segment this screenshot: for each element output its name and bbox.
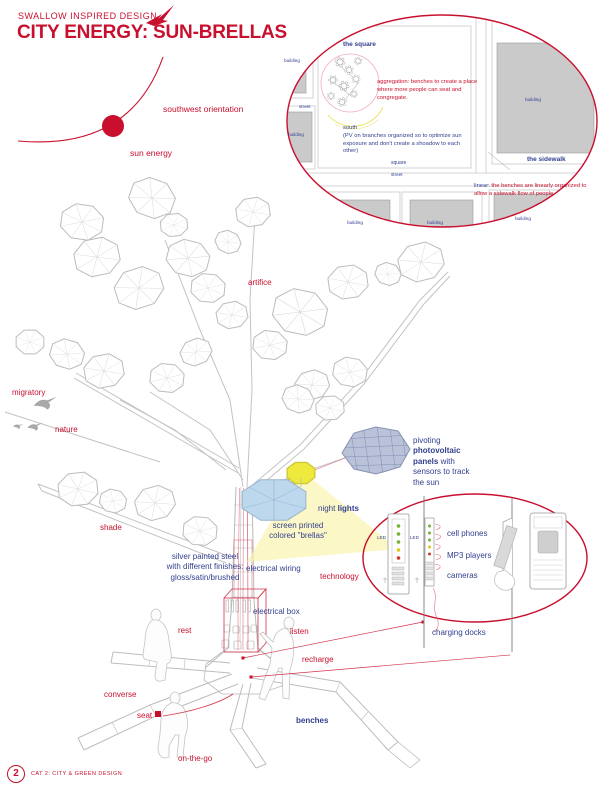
- night-light-glow: [247, 470, 398, 562]
- screen-printed-note: screen printed colored "brellas": [269, 521, 327, 541]
- led-label: LED: [410, 535, 419, 540]
- rest-label: rest: [178, 626, 192, 635]
- electrical-box-label: electrical box: [253, 607, 300, 616]
- technology-oval-border: [362, 493, 588, 623]
- sun-path-diagram: [17, 56, 164, 143]
- night-light-brella: [287, 462, 315, 487]
- photovoltaic-panel: [341, 426, 411, 475]
- inset-square-title: the square: [343, 41, 376, 48]
- led-label: LED: [377, 535, 386, 540]
- converse-label: converse: [104, 690, 137, 699]
- seat-marker: [155, 711, 161, 717]
- night-lights-label: night lights: [318, 504, 359, 513]
- swallow-icon: [146, 5, 174, 26]
- artifice-label: artifice: [248, 278, 272, 287]
- inset-square-label: square: [391, 160, 407, 166]
- mp3-players-label: MP3 players: [447, 551, 492, 560]
- technology-oval-illustration: [362, 493, 588, 652]
- benches-label: benches: [296, 716, 329, 725]
- recharge-label: recharge: [302, 655, 334, 664]
- building-label: building: [427, 220, 443, 225]
- bird-icons: [13, 396, 59, 432]
- listen-label: listen: [290, 627, 309, 636]
- people-silhouettes: [142, 608, 295, 759]
- inset-street-label: street: [391, 172, 403, 177]
- building-label: building: [515, 216, 531, 221]
- pole-dock-strip: [415, 496, 442, 648]
- pv-note: pivoting photovoltaic panels with sensor…: [413, 436, 470, 487]
- poster-title: CITY ENERGY: SUN-BRELLAS: [17, 22, 288, 43]
- migratory-label: migratory: [12, 388, 46, 397]
- inset-linear-note: linear: the benches are linearly organiz…: [474, 183, 587, 197]
- entry-number-badge: 2: [7, 765, 25, 783]
- electrical-box-outline: [223, 539, 267, 653]
- cameras-label: cameras: [447, 571, 478, 580]
- building-label: building: [284, 58, 300, 63]
- poster-kicker: SWALLOW INSPIRED DESIGN: [18, 11, 158, 21]
- phone-dock-front: [529, 512, 567, 590]
- seat-label: seat: [137, 711, 153, 720]
- inset-street-label: street: [299, 104, 311, 109]
- southwest-orientation-label: southwest orientation: [163, 104, 244, 114]
- wall-dock-with-hand: [493, 498, 518, 652]
- inset-oval-border: [286, 14, 598, 228]
- charging-docks-label: charging docks: [432, 628, 486, 637]
- inset-south-note: south (PV on branches organized so to op…: [343, 125, 462, 155]
- steel-note: silver painted steel with different fini…: [166, 552, 244, 582]
- cell-phones-label: cell phones: [447, 529, 488, 538]
- nature-label: nature: [55, 425, 78, 434]
- technology-label: technology: [320, 572, 359, 581]
- sun-energy-label: sun energy: [130, 148, 173, 158]
- shade-label: shade: [100, 523, 122, 532]
- blue-brella: [242, 480, 306, 520]
- inset-aggregation-note: aggregation: benches to create a place w…: [377, 79, 478, 101]
- sun-icon: [102, 115, 124, 137]
- on-the-go-label: on-the-go: [178, 754, 213, 763]
- building-label: building: [288, 132, 304, 137]
- tree-illustration: [4, 172, 511, 769]
- building-label: building: [525, 97, 541, 102]
- electrical-wiring-label: electrical wiring: [246, 564, 301, 573]
- category-label: CAT 2: CITY & GREEN DESIGN: [31, 771, 123, 777]
- charging-dock-panel: [383, 513, 410, 595]
- inset-sidewalk-title: the sidewalk: [527, 156, 566, 163]
- red-leader-lines: [155, 620, 511, 717]
- building-label: building: [347, 220, 363, 225]
